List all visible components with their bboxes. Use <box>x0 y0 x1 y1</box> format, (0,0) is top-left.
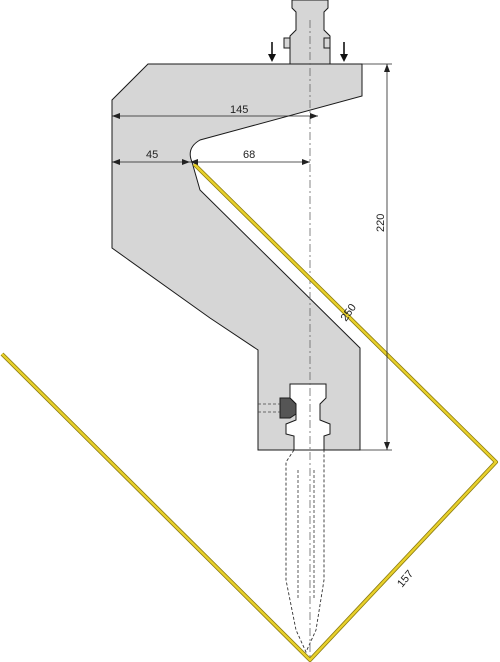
dim-arrow <box>190 159 198 165</box>
dim-arrow <box>112 159 120 165</box>
dim-label-250: 250 <box>339 302 359 324</box>
dim-label-68: 68 <box>243 149 255 161</box>
arrow-down-icon <box>268 42 276 62</box>
dim-arrow <box>310 113 318 119</box>
lower-punch-outline <box>285 449 325 654</box>
dim-arrow <box>112 113 120 119</box>
dim-label-220: 220 <box>375 214 387 232</box>
dim-arrow <box>384 64 390 72</box>
dim-label-157: 157 <box>395 568 416 590</box>
dim-label-45: 45 <box>146 149 158 161</box>
dim-arrow <box>302 159 310 165</box>
tang-lock-right <box>323 37 331 49</box>
dim-arrow <box>182 159 190 165</box>
tool-body <box>111 63 363 451</box>
arrow-down-icon <box>340 42 348 62</box>
dim-arrow <box>384 442 390 450</box>
tang-lock-left <box>283 37 291 49</box>
dim-label-145: 145 <box>230 104 248 116</box>
workpiece-sheet-face <box>1 163 498 662</box>
holder-insert <box>279 397 297 419</box>
